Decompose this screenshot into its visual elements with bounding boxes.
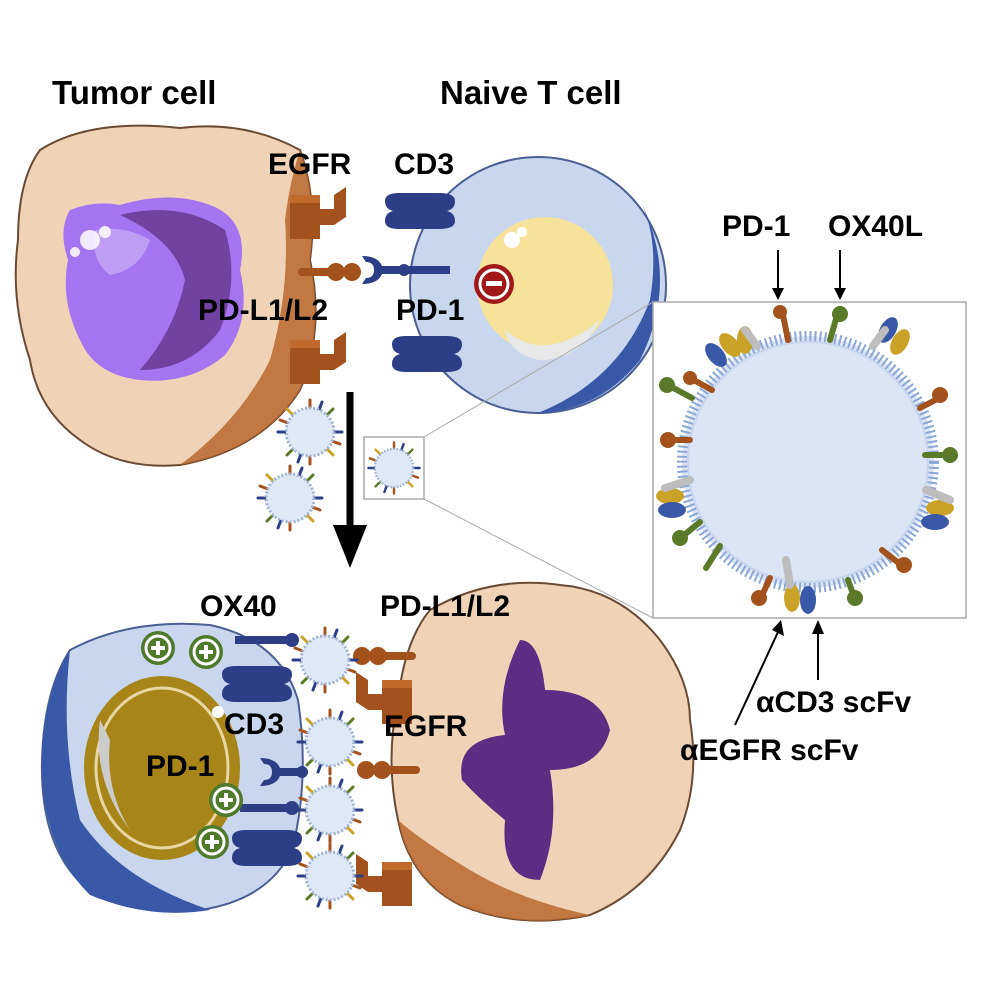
pdl1-l2-label-bottom: PD-L1/L2 [380,590,511,623]
ox40l-inset-label: OX40L [828,210,924,243]
pd1-label-bottom: PD-1 [146,750,215,783]
arrow-icon [333,392,367,568]
vesicle-inset [652,250,967,726]
receptor-icon [222,633,420,906]
magnifier-inset [363,301,654,619]
receptor-icon [290,187,462,384]
aegfr-scfv-label: αEGFR scFv [680,734,859,767]
inhibition-icon [474,264,514,304]
tumor-cell-title: Tumor cell [52,74,217,111]
pdl1-l2-label-top: PD-L1/L2 [198,294,329,327]
naive-t-cell-title: Naive T cell [440,74,622,111]
cd3-label-top: CD3 [394,148,455,181]
egfr-label-bottom: EGFR [384,710,468,743]
egfr-label-top: EGFR [268,148,352,181]
tumor-cell-icon [14,124,317,467]
tumor-cell-icon [390,581,695,922]
acd3-scfv-label: αCD3 scFv [756,686,912,719]
pd1-inset-label: PD-1 [722,210,791,243]
ox40-label: OX40 [200,590,277,623]
cd3-label-bottom: CD3 [224,708,285,741]
t-cell-icon [409,156,667,414]
pd1-label-top: PD-1 [396,294,465,327]
